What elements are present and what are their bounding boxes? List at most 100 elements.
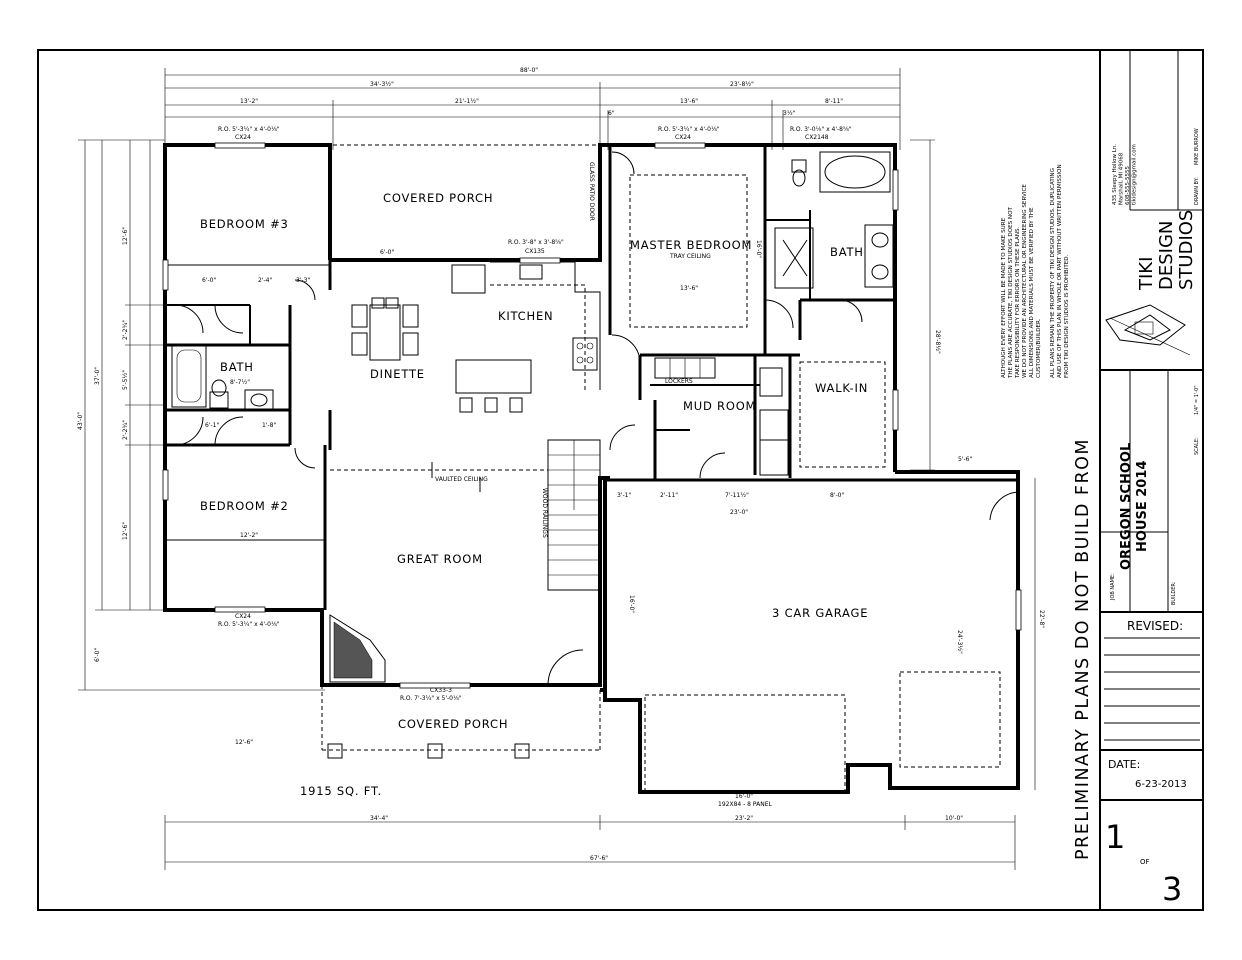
- dim-bottom-34-4: 34'-4": [370, 815, 388, 822]
- dim-left-12-6-a: 12'-6": [122, 227, 129, 245]
- scale-label: SCALE:: [1194, 437, 1200, 455]
- studio-line-3: STUDIOS: [1176, 210, 1197, 290]
- studio-line-1: TIKI: [1136, 257, 1157, 291]
- dim-door-16: 16'-0": [735, 793, 753, 800]
- ro-master: R.O. 5'-3¼" x 4'-0⅛": [658, 126, 720, 133]
- drawn-by-label: DRAWN BY:: [1194, 177, 1200, 205]
- dim-garage-7-11: 7'-11½": [725, 492, 749, 499]
- vanity: [244, 389, 274, 411]
- dim-bottom-23-2: 23'-2": [735, 815, 753, 822]
- dim-bath-6-1: 6'-1": [205, 422, 219, 429]
- dim-bed3-2-4: 2'-4": [258, 277, 272, 284]
- dim-bed3-6: 6'-0": [202, 277, 216, 284]
- dim-garage-8: 8'-0": [830, 492, 844, 499]
- dim-left-12-6-b: 12'-6": [122, 522, 129, 540]
- note-line-10: FROM TIKI DESIGN STUDIOS IS PROHIBITED.: [1064, 254, 1070, 378]
- dim-garage-2-11: 2'-11": [660, 492, 678, 499]
- label-master-bedroom: MASTER BEDROOM: [630, 238, 752, 252]
- dim-garage-5-6: 5'-6": [958, 456, 972, 463]
- studio-logo-drawing: [1105, 304, 1191, 356]
- interior-dimension-labels: 23'-0" 16'-0" 3'-1" 2'-11" 7'-11½" 8'-0"…: [202, 240, 972, 808]
- label-vaulted-ceiling: VAULTED CEILING: [435, 476, 488, 483]
- dim-right-24: 24'-3½": [956, 630, 963, 654]
- bathtub: [171, 344, 207, 408]
- builder-label: BUILDER:: [1171, 581, 1177, 605]
- porch-post: [514, 743, 530, 759]
- walls: [163, 143, 1020, 794]
- label-square-footage: 1915 SQ. FT.: [300, 784, 382, 798]
- dim-master-16: 16'-0": [755, 240, 762, 258]
- dim-left-5-5: 5'-5½": [122, 370, 129, 390]
- dim-garage-16: 16'-0": [628, 595, 635, 613]
- ro-bed3: R.O. 5'-3¼" x 4'-0⅛": [218, 126, 280, 133]
- address-line-4: tikidesign@gmail.com: [1132, 144, 1138, 205]
- master-tub: [819, 151, 891, 193]
- job-name-line-1: OREGON SCHOOL: [1119, 443, 1134, 570]
- dim-13-2: 13'-2": [240, 98, 258, 105]
- dim-porch-12-6: 12'-6": [235, 739, 253, 746]
- ro-bath: R.O. 3'-0⅛" x 4'-8⅝": [790, 126, 852, 133]
- sheet-number: 1: [1105, 818, 1125, 856]
- ro-bath-code: CX2148: [805, 134, 829, 141]
- tray-ceiling-outline: [629, 174, 748, 328]
- shower: [774, 227, 814, 289]
- ro-kitchen: R.O. 3'-8" x 3'-8⅝": [508, 239, 564, 246]
- note-line-6: CUSTOMER/BUILDER.: [1036, 318, 1042, 378]
- ro-bed2: R.O. 5'-3¼" x 4'-0⅛": [218, 621, 280, 628]
- address-line-3: 608-555-5555: [1125, 166, 1131, 205]
- note-line-4: WE DO NOT PROVIDE AN ARCHITECTURAL OR EN…: [1022, 184, 1028, 378]
- label-kitchen: KITCHEN: [498, 309, 553, 323]
- studio-line-2: DESIGN: [1156, 221, 1177, 290]
- dim-left-2-2: 2'-2¾": [122, 320, 129, 340]
- dim-21: 21'-1½": [455, 98, 479, 105]
- dim-door-note: 192X84 - 8 PANEL: [718, 801, 773, 808]
- date-value: 6-23-2013: [1135, 779, 1187, 790]
- label-mud-room: MUD ROOM: [683, 399, 756, 413]
- job-name-label: JOB NAME:: [1110, 573, 1116, 601]
- door-swings: [174, 151, 1019, 686]
- label-wood-railings: WOOD RAILINGS: [541, 488, 548, 538]
- master-toilet: [791, 159, 807, 173]
- studio-logo-text: TIKI DESIGN STUDIOS: [1136, 210, 1197, 291]
- label-covered-porch-top: COVERED PORCH: [383, 191, 493, 205]
- dim-bath-8-7: 8'-7½": [230, 379, 250, 386]
- dim-master-13-6: 13'-6": [680, 285, 698, 292]
- label-dinette: DINETTE: [370, 367, 425, 381]
- note-line-1: ALTHOUGH EVERY EFFORT WILL BE MADE TO MA…: [1001, 217, 1007, 378]
- dimension-labels: 88'-0" 34'-3½" 23'-8½" 13'-2" 21'-1½" 13…: [77, 67, 1045, 862]
- address-line-2: Marshall, MI 49068: [1119, 152, 1125, 205]
- ro-master-code: CX24: [675, 134, 691, 141]
- dim-left-43: 43'-0": [77, 412, 84, 430]
- garage-doors: [644, 671, 1001, 793]
- kitchen-sink: [519, 264, 543, 280]
- date-label: DATE:: [1108, 758, 1140, 771]
- dim-left-37: 37'-0": [94, 367, 101, 385]
- dim-left-2-2b: 2'-2¾": [122, 420, 129, 440]
- dim-garage-3-1: 3'-1": [617, 492, 631, 499]
- dim-13-6: 13'-6": [680, 98, 698, 105]
- dim-bed3-3-3: 3'-3": [296, 277, 310, 284]
- label-bedroom-2: BEDROOM #2: [200, 499, 289, 513]
- dim-bath-1-8: 1'-8": [262, 422, 276, 429]
- preliminary-warning: PRELIMINARY PLANS DO NOT BUILD FROM: [1073, 438, 1093, 860]
- bath-fixtures: [171, 151, 894, 476]
- dim-kit-6: 6'-0": [380, 249, 394, 256]
- fireplace: [329, 614, 386, 683]
- window-rough-openings: R.O. 5'-3¼" x 4'-0⅛" CX24 R.O. 5'-3¼" x …: [218, 126, 852, 702]
- label-covered-porch-bottom: COVERED PORCH: [398, 717, 508, 731]
- sheet-border: [37, 49, 1204, 911]
- ro-bed3-code: CX24: [235, 134, 251, 141]
- label-garage: 3 CAR GARAGE: [772, 606, 868, 620]
- walk-in-shelving: [799, 361, 886, 468]
- dim-top-left: 34'-3½": [370, 81, 394, 88]
- dim-right-28: 28'-8½": [934, 330, 941, 354]
- kitchen-island: [455, 359, 532, 394]
- dim-overall-top: 88'-0": [520, 67, 538, 74]
- label-master-bath: BATH: [830, 245, 864, 259]
- toilet: [209, 391, 229, 409]
- ro-great-code: CX33-3: [430, 687, 452, 694]
- ro-kitchen-code: CX135: [525, 248, 545, 255]
- ro-great: R.O. 7'-3¼" x 5'-0⅛": [400, 695, 462, 702]
- label-bedroom-3: BEDROOM #3: [200, 217, 289, 231]
- label-tray-ceiling: TRAY CEILING: [669, 253, 711, 260]
